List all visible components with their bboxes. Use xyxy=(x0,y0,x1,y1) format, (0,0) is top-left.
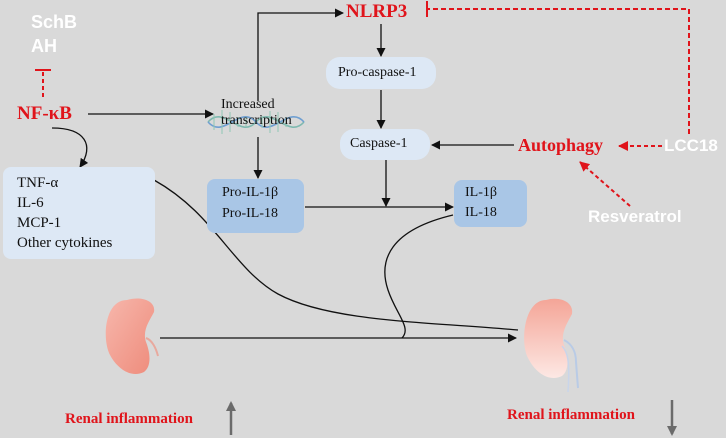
caspase-box xyxy=(340,129,430,160)
arrow-nfkb-cytokines xyxy=(51,127,89,168)
dna-icon xyxy=(207,110,305,134)
il1b-label: IL-1β xyxy=(465,185,497,200)
ah-label: AH xyxy=(31,36,57,56)
renal-inflammation-right: Renal inflammation xyxy=(507,407,635,423)
curve-il-to-kidney xyxy=(384,214,454,339)
pro-caspase-box xyxy=(326,57,436,89)
cytokine-item: Other cytokines xyxy=(17,235,113,251)
resveratrol-label: Resveratrol xyxy=(588,207,682,226)
kidney-inflamed-icon xyxy=(105,298,159,375)
transcription-label: transcription xyxy=(221,113,292,128)
cytokine-item: MCP-1 xyxy=(17,215,62,231)
nfkb-label: NF-κB xyxy=(17,103,72,124)
il18-label: IL-18 xyxy=(465,205,497,220)
cytokine-item: TNF-α xyxy=(17,175,59,191)
cytokine-item: IL-6 xyxy=(17,195,44,211)
pro-caspase-label: Pro-caspase-1 xyxy=(338,65,417,80)
caspase-label: Caspase-1 xyxy=(350,136,408,151)
kidney-recovered-icon xyxy=(524,298,579,393)
nlrp3-label: NLRP3 xyxy=(346,1,408,22)
schb-inhibition-line xyxy=(35,69,51,100)
arrow-transcription-nlrp3 xyxy=(257,8,344,101)
autophagy-label: Autophagy xyxy=(518,135,604,155)
lcc18-inhibition-line xyxy=(426,1,690,134)
cytokines-box xyxy=(3,167,155,259)
curve-cytokines-to-kidney xyxy=(153,179,519,331)
pro-il-box xyxy=(207,179,304,233)
renal-inflammation-left: Renal inflammation xyxy=(65,411,193,427)
pro-il1b-label: Pro-IL-1β xyxy=(222,185,279,200)
schb-label: SchB xyxy=(31,12,78,32)
lcc18-label: LCC18 xyxy=(664,136,718,155)
arrow-resveratrol-autophagy xyxy=(579,161,631,207)
pro-il18-label: Pro-IL-18 xyxy=(222,206,278,221)
il-box xyxy=(454,180,527,227)
increased-label: Increased xyxy=(221,97,275,112)
